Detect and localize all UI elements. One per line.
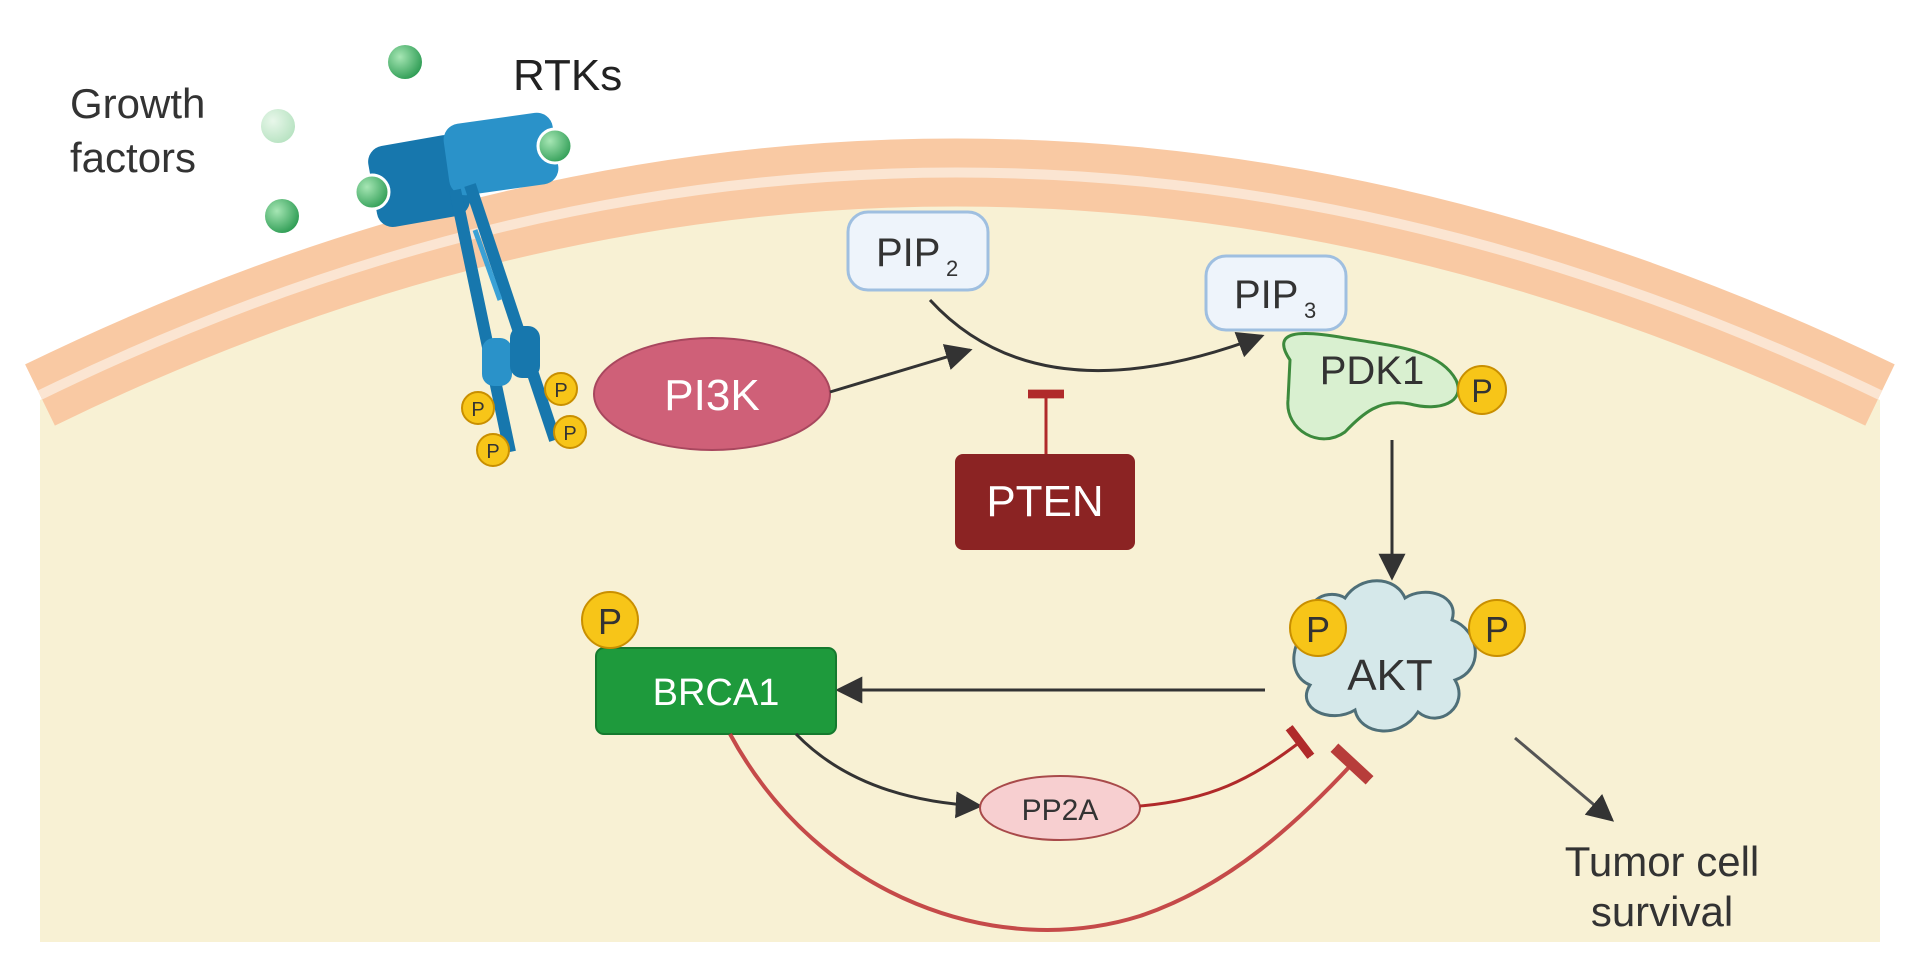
rtks-label: RTKs	[513, 51, 622, 100]
phospho-label: P	[471, 399, 484, 421]
phospho-label: P	[1485, 609, 1509, 650]
pten-label: PTEN	[986, 477, 1103, 526]
growth-factors-label-line1: Growth	[70, 80, 205, 127]
phospho-label: P	[486, 441, 499, 463]
membrane-inner-line	[37, 167, 1883, 400]
pp2a-label: PP2A	[1022, 794, 1099, 827]
pdk1-phospho	[1457, 365, 1507, 415]
pip3-label: PIP	[1234, 273, 1298, 317]
phospho-label: P	[554, 380, 567, 402]
phospho-label: P	[563, 423, 576, 445]
phospho-label: P	[598, 601, 622, 642]
growth-factors-label-line2: factors	[70, 134, 196, 181]
survival-label-line2: survival	[1591, 888, 1733, 935]
brca1-inhibits-akt-line	[728, 733, 1374, 932]
pip2-to-pip3-arrow	[928, 298, 1265, 373]
growth-factor	[388, 45, 422, 79]
akt-phospho-right	[1468, 599, 1526, 657]
akt-label: AKT	[1347, 651, 1433, 700]
pten-node	[955, 454, 1135, 550]
pi3k-label: PI3K	[664, 371, 759, 420]
akt-to-survival-arrow	[1514, 736, 1615, 822]
pdk1-label: PDK1	[1320, 349, 1425, 393]
pp2a-node	[979, 775, 1141, 841]
brca1-node	[595, 647, 837, 735]
pi3k-arrow	[829, 344, 973, 394]
receptor-phospho-group: P P P P	[461, 372, 587, 467]
brca1-phospho	[581, 591, 639, 649]
pp2a-inhibits-akt-line	[1139, 725, 1315, 808]
rtk-receptor	[353, 112, 574, 454]
pip2-label: PIP	[876, 231, 940, 275]
growth-factor	[265, 199, 299, 233]
survival-label-line1: Tumor cell	[1565, 838, 1759, 885]
phospho-label: P	[1306, 609, 1330, 650]
pdk1-node	[1282, 332, 1460, 441]
pi3k-node	[593, 337, 831, 451]
brca1-label: BRCA1	[653, 672, 780, 714]
phospho-label: P	[1471, 373, 1492, 409]
growth-factor	[261, 109, 295, 143]
pip3-subscript: 3	[1304, 298, 1316, 323]
pip2-subscript: 2	[946, 256, 958, 281]
pip2-node	[846, 210, 990, 292]
akt-phospho-left	[1289, 599, 1347, 657]
pip3-node	[1204, 254, 1348, 332]
brca1-to-pp2a-arrow	[794, 732, 983, 819]
